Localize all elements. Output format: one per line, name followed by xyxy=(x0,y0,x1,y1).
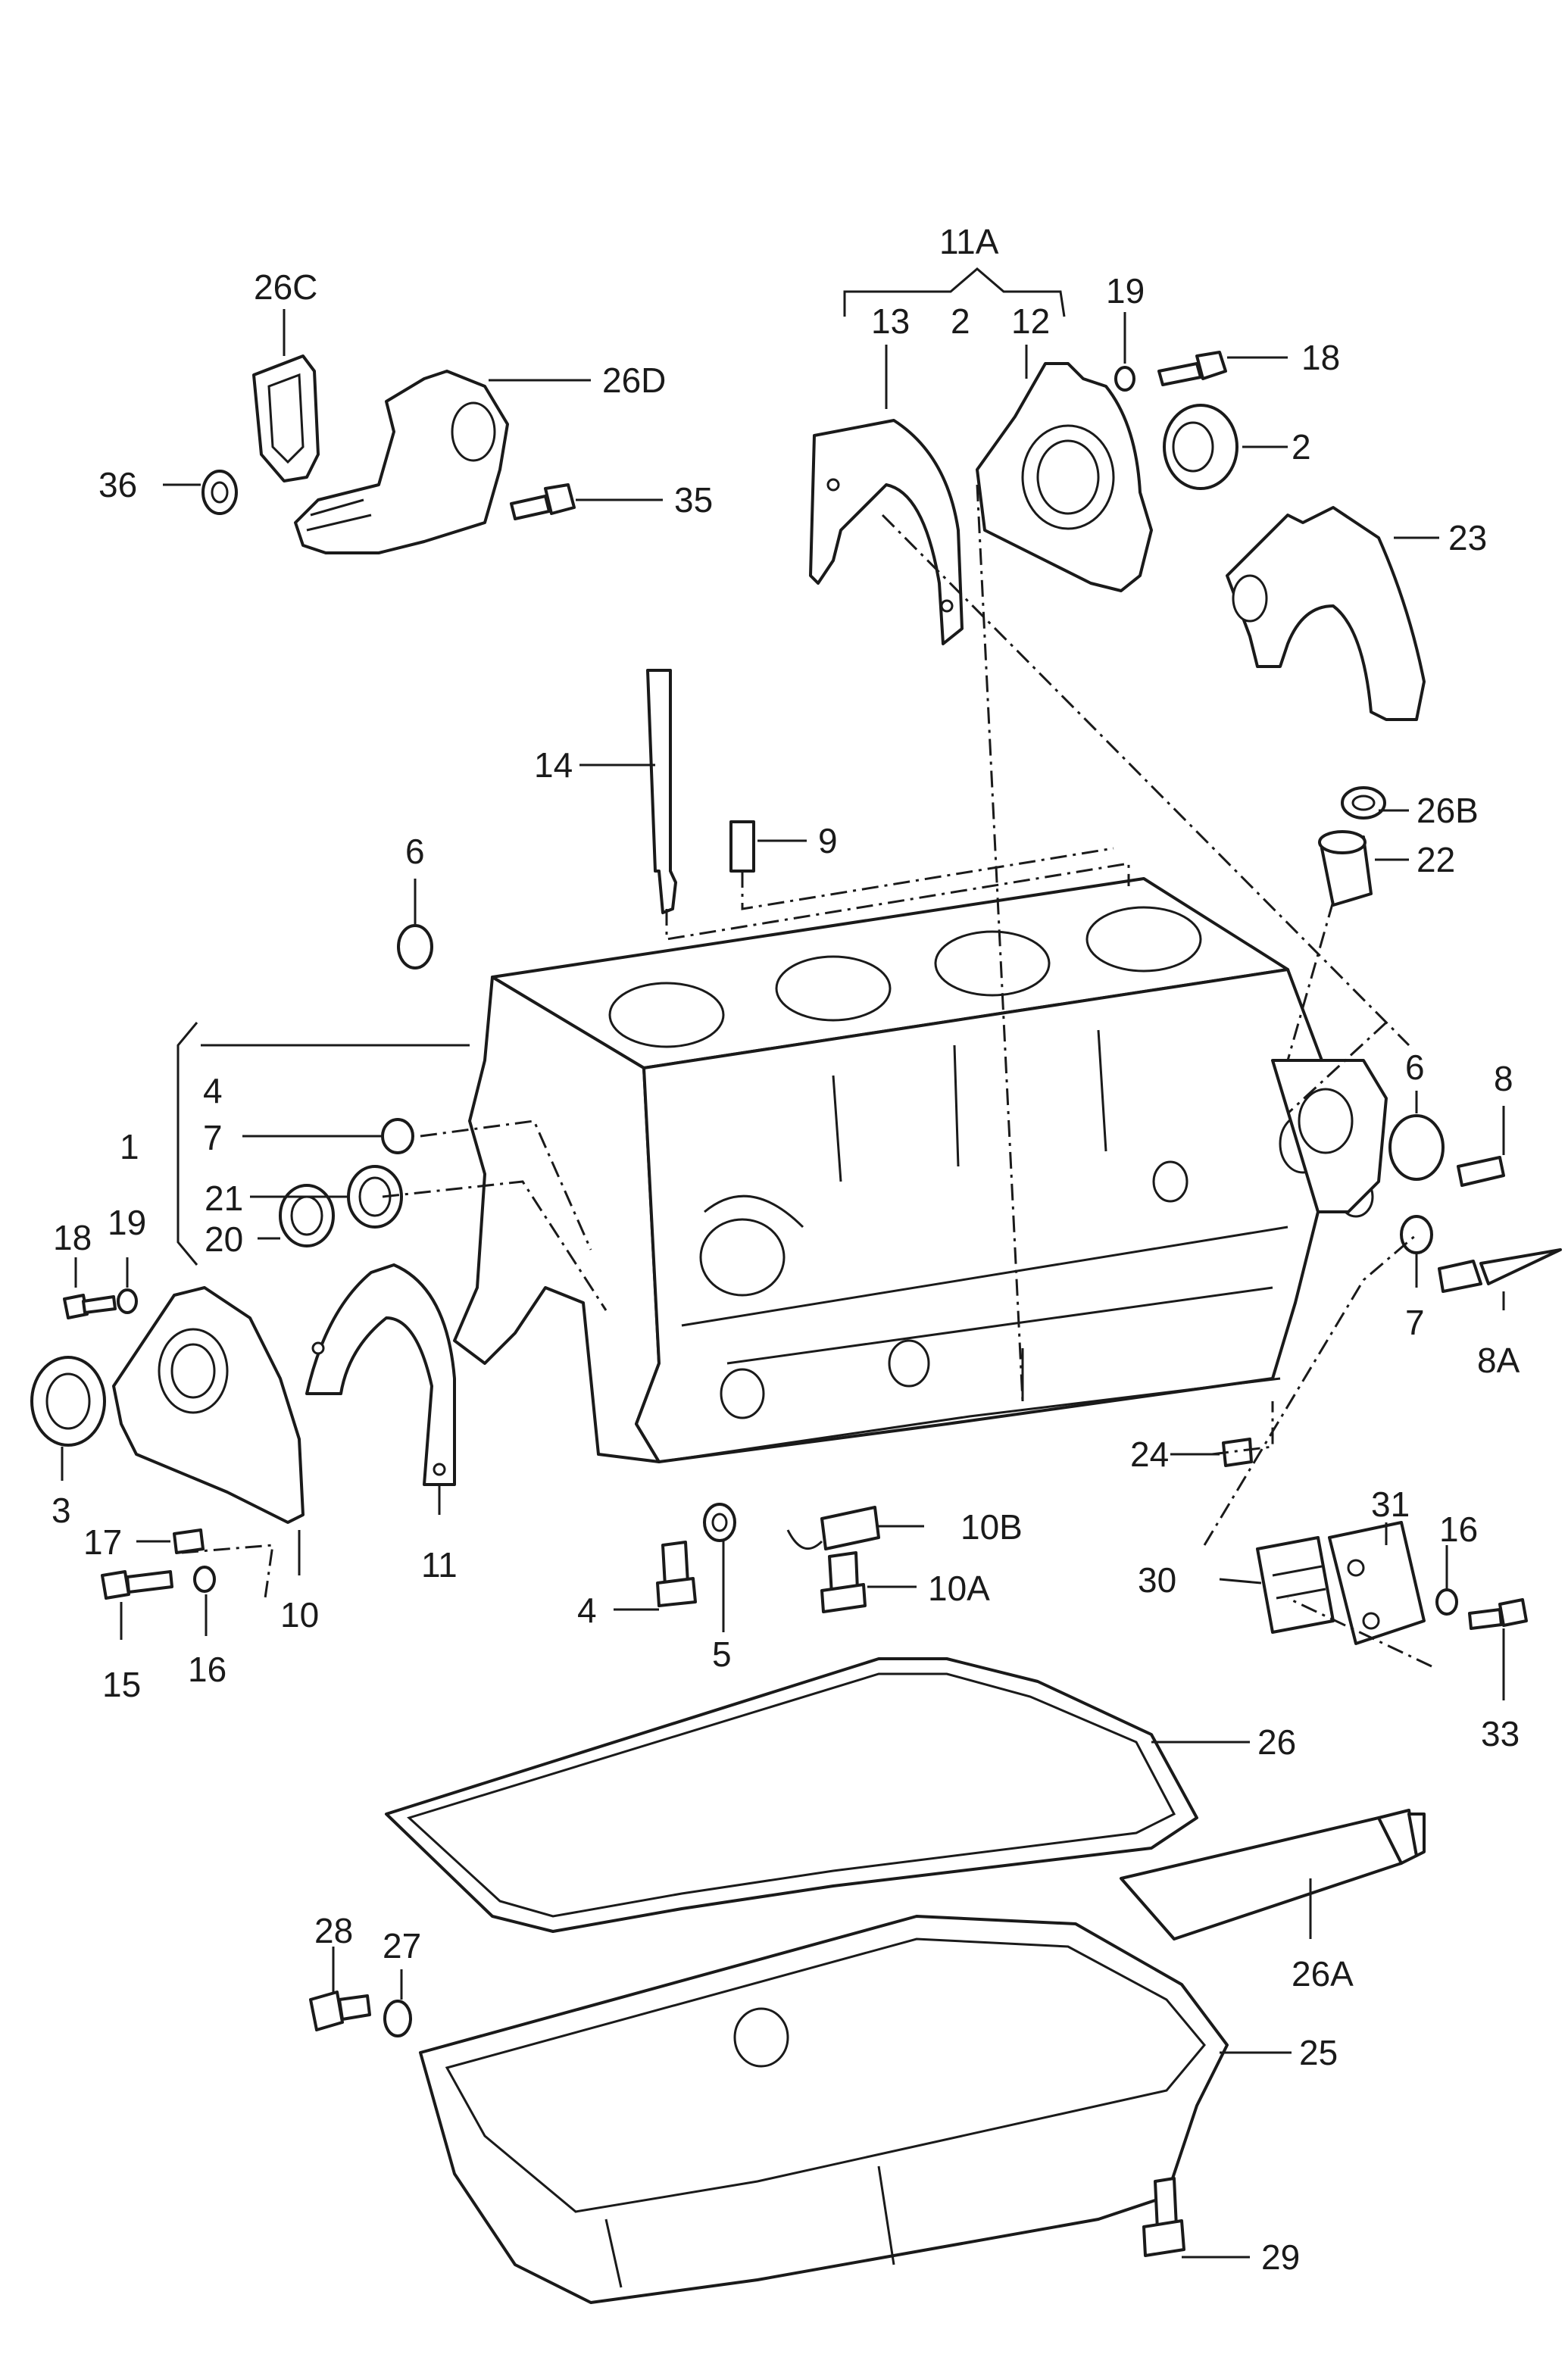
part-11-seal-flange-half xyxy=(305,1263,456,1486)
part-8A-sensor xyxy=(1438,1248,1562,1293)
part-18-bolt-top xyxy=(1157,351,1227,386)
callout-10B: 10B xyxy=(960,1507,1023,1547)
part-24-dowel xyxy=(1222,1438,1253,1467)
callout-4-bottom: 4 xyxy=(577,1591,597,1630)
part-15-bolt xyxy=(101,1570,173,1600)
part-26D-water-flange xyxy=(294,370,509,554)
callout-16-left: 16 xyxy=(188,1650,226,1689)
part-17-dowel-sleeve xyxy=(173,1528,205,1554)
callout-23: 23 xyxy=(1448,518,1487,557)
callout-10A: 10A xyxy=(928,1569,990,1608)
callout-6-top: 6 xyxy=(405,832,425,871)
callout-29: 29 xyxy=(1261,2237,1300,2277)
part-16-washer-left xyxy=(193,1566,216,1593)
callout-15: 15 xyxy=(102,1665,141,1704)
part-33-bolt xyxy=(1468,1598,1528,1630)
part-engine-block xyxy=(453,877,1388,1463)
callout-28: 28 xyxy=(314,1911,353,1950)
part-9-dowel xyxy=(729,820,755,873)
callout-18-left: 18 xyxy=(53,1218,92,1257)
callout-22: 22 xyxy=(1417,840,1455,879)
callout-21: 21 xyxy=(205,1179,243,1218)
part-14-dipstick-tube xyxy=(646,669,677,914)
callout-10: 10 xyxy=(280,1595,319,1635)
callout-3: 3 xyxy=(52,1491,71,1530)
callout-26C: 26C xyxy=(254,267,317,307)
part-10-front-seal-flange xyxy=(112,1286,305,1524)
callout-11A: 11A xyxy=(939,222,999,261)
callout-4: 4 xyxy=(203,1071,223,1110)
part-26C-gasket xyxy=(252,354,320,482)
part-18-bolt-left xyxy=(63,1294,117,1319)
part-6-plug-top xyxy=(397,924,433,969)
callout-26B: 26B xyxy=(1417,791,1479,830)
part-26B-seal xyxy=(1341,786,1386,820)
callout-2-right: 2 xyxy=(1292,427,1311,467)
part-12-rear-seal-flange xyxy=(976,362,1153,592)
part-27-drain-washer xyxy=(383,2000,412,2037)
part-23-cover-plate xyxy=(1226,506,1426,721)
callout-14: 14 xyxy=(534,745,573,785)
callout-17: 17 xyxy=(83,1522,122,1562)
callout-26: 26 xyxy=(1257,1722,1296,1762)
callout-11: 11 xyxy=(421,1545,458,1585)
callout-1: 1 xyxy=(120,1127,139,1166)
callout-7-left: 7 xyxy=(203,1118,223,1157)
callout-31: 31 xyxy=(1371,1485,1410,1524)
part-19-washer-left xyxy=(117,1288,138,1314)
callout-27: 27 xyxy=(383,1926,421,1966)
callout-8A: 8A xyxy=(1477,1341,1520,1380)
part-4-bolt-bottom xyxy=(656,1541,697,1607)
callout-36: 36 xyxy=(98,465,137,504)
callout-6-right: 6 xyxy=(1405,1048,1425,1087)
part-7-plug-left xyxy=(381,1118,414,1154)
part-10B-sensor xyxy=(786,1506,880,1550)
part-7-plug-right xyxy=(1400,1215,1433,1254)
callout-7-right: 7 xyxy=(1405,1303,1425,1342)
part-25-oil-pan xyxy=(419,1915,1229,2304)
part-29-bolt xyxy=(1142,2177,1185,2257)
callout-19-left: 19 xyxy=(108,1203,146,1242)
callout-19-top: 19 xyxy=(1106,271,1145,311)
callout-8: 8 xyxy=(1494,1059,1513,1098)
part-5-plug xyxy=(703,1503,736,1542)
part-20-bushing xyxy=(279,1184,335,1247)
part-28-drain-plug xyxy=(309,1991,371,2031)
part-3-seal-ring-left xyxy=(30,1356,106,1447)
callout-5: 5 xyxy=(712,1635,732,1674)
part-2-seal-ring-top xyxy=(1163,404,1238,490)
callout-25: 25 xyxy=(1299,2033,1338,2072)
callout-24: 24 xyxy=(1130,1435,1169,1474)
callout-9: 9 xyxy=(818,821,838,860)
leader-lines xyxy=(61,267,1505,2259)
part-19-washer-top xyxy=(1114,366,1135,392)
callout-33: 33 xyxy=(1481,1714,1520,1753)
callout-35: 35 xyxy=(674,480,713,520)
part-16-washer-right xyxy=(1435,1588,1458,1616)
callout-26D: 26D xyxy=(602,361,666,400)
part-26A-sealant-tube xyxy=(1120,1809,1426,1941)
callout-12: 12 xyxy=(1011,301,1050,341)
callout-30: 30 xyxy=(1138,1560,1176,1600)
part-13-seal-flange-half xyxy=(809,419,964,645)
callout-labels: 11A 13 2 12 19 18 2 23 26C 26D 36 35 14 … xyxy=(52,222,1520,2277)
part-30-filter-cover xyxy=(1256,1536,1335,1634)
part-26-oil-pan-gasket xyxy=(385,1657,1198,1933)
callout-13: 13 xyxy=(871,301,910,341)
callout-2-top: 2 xyxy=(951,301,970,341)
part-21-bushing xyxy=(347,1165,403,1229)
part-22-sleeve xyxy=(1318,830,1373,907)
part-6-plug-right xyxy=(1388,1114,1445,1181)
part-36-washer xyxy=(201,470,238,515)
callout-18-top: 18 xyxy=(1301,338,1340,377)
part-10A-plug xyxy=(820,1551,867,1613)
part-35-bolt xyxy=(510,483,576,520)
callout-26A: 26A xyxy=(1292,1954,1354,1994)
alignment-lines xyxy=(181,484,1432,1668)
part-31-cover-plate xyxy=(1328,1521,1426,1645)
callout-16-right: 16 xyxy=(1439,1510,1478,1549)
part-8-pin xyxy=(1457,1156,1505,1187)
callout-20: 20 xyxy=(205,1219,243,1259)
